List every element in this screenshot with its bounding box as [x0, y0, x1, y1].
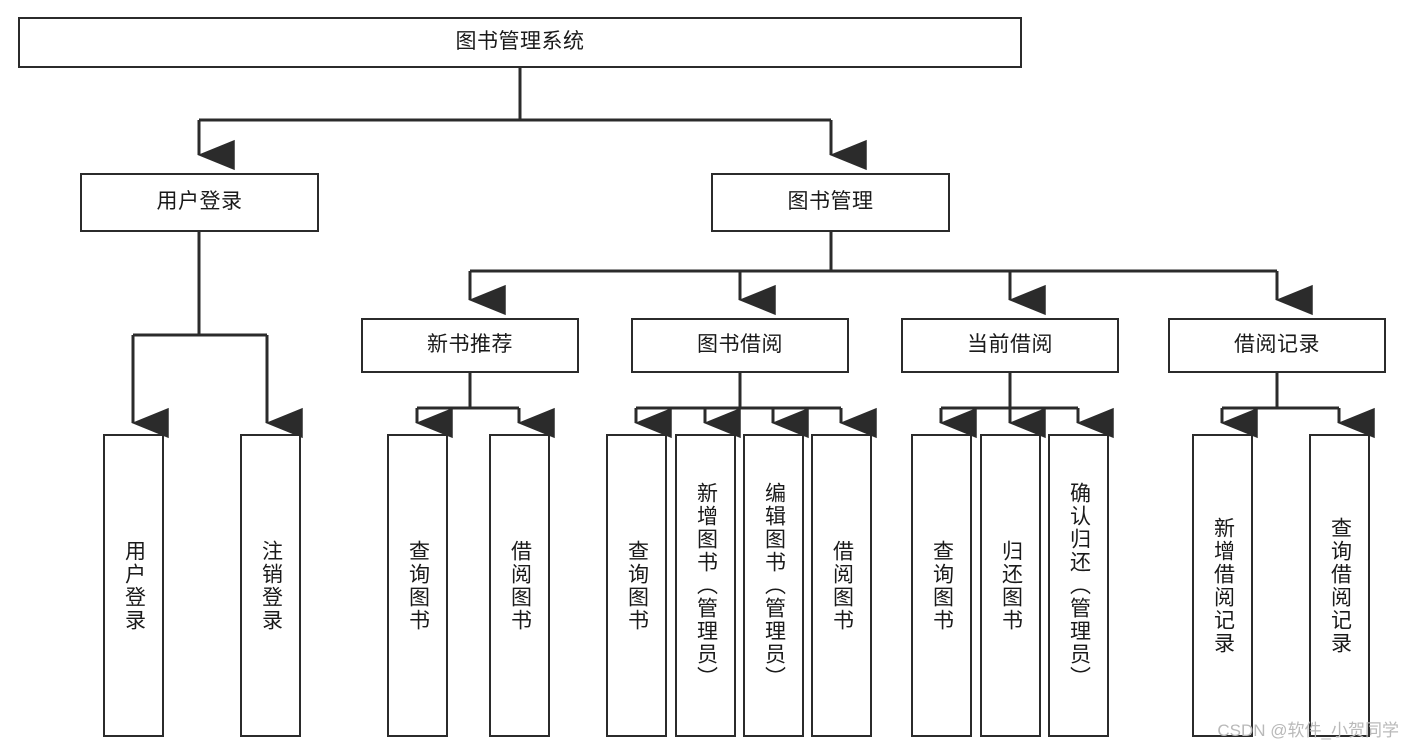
- node-borrow-record[interactable]: 借阅记录: [1168, 318, 1386, 373]
- node-label: 用户登录: [122, 539, 146, 632]
- node-label: 确认归还（管理员）: [1067, 482, 1091, 689]
- node-label: 查询图书: [930, 539, 954, 632]
- leaf-new-book-query[interactable]: 查询图书: [387, 434, 448, 737]
- leaf-book-borrow-edit[interactable]: 编辑图书（管理员）: [743, 434, 804, 737]
- node-label: 图书管理: [787, 190, 874, 214]
- leaf-borrow-record-query[interactable]: 查询借阅记录: [1309, 434, 1370, 737]
- node-label: 借阅记录: [1234, 333, 1320, 357]
- node-label: 新增图书（管理员）: [694, 482, 718, 689]
- node-label: 图书管理系统: [455, 30, 585, 54]
- node-label: 查询借阅记录: [1328, 516, 1352, 655]
- leaf-current-borrow-confirm[interactable]: 确认归还（管理员）: [1048, 434, 1109, 737]
- node-book-management[interactable]: 图书管理: [711, 173, 950, 232]
- node-label: 新书推荐: [427, 333, 513, 357]
- node-current-borrow[interactable]: 当前借阅: [901, 318, 1119, 373]
- node-new-book-recommend[interactable]: 新书推荐: [361, 318, 579, 373]
- node-label: 当前借阅: [967, 333, 1053, 357]
- node-label: 用户登录: [156, 190, 243, 214]
- node-book-borrow[interactable]: 图书借阅: [631, 318, 849, 373]
- node-label: 注销登录: [259, 539, 283, 632]
- leaf-new-book-borrow[interactable]: 借阅图书: [489, 434, 550, 737]
- node-label: 新增借阅记录: [1211, 516, 1235, 655]
- node-label: 查询图书: [625, 539, 649, 632]
- node-label: 查询图书: [406, 539, 430, 632]
- node-root-system[interactable]: 图书管理系统: [18, 17, 1022, 68]
- leaf-borrow-record-add[interactable]: 新增借阅记录: [1192, 434, 1253, 737]
- node-label: 借阅图书: [830, 539, 854, 632]
- node-label: 归还图书: [999, 539, 1023, 632]
- leaf-user-login-signout[interactable]: 注销登录: [240, 434, 301, 737]
- leaf-book-borrow-borrow[interactable]: 借阅图书: [811, 434, 872, 737]
- node-label: 借阅图书: [508, 539, 532, 632]
- node-label: 编辑图书（管理员）: [762, 482, 786, 689]
- leaf-book-borrow-add[interactable]: 新增图书（管理员）: [675, 434, 736, 737]
- node-user-login[interactable]: 用户登录: [80, 173, 319, 232]
- node-label: 图书借阅: [697, 333, 783, 357]
- leaf-user-login-signin[interactable]: 用户登录: [103, 434, 164, 737]
- leaf-current-borrow-return[interactable]: 归还图书: [980, 434, 1041, 737]
- watermark: CSDN @软件_小贺同学: [1217, 721, 1399, 740]
- leaf-book-borrow-query[interactable]: 查询图书: [606, 434, 667, 737]
- leaf-current-borrow-query[interactable]: 查询图书: [911, 434, 972, 737]
